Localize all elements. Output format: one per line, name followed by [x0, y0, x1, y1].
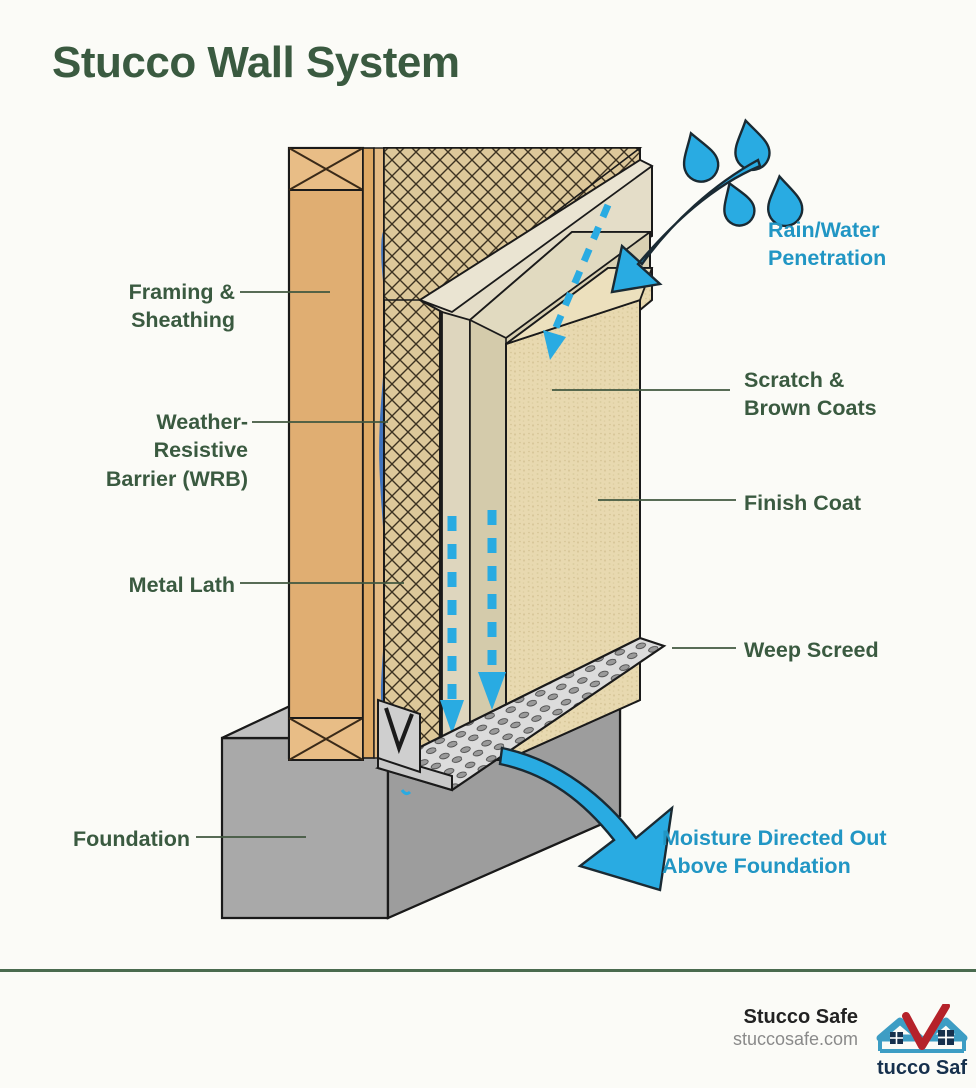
label-framing-sheathing: Framing & Sheathing	[128, 280, 235, 333]
framing-sheathing-layer	[287, 146, 375, 761]
page-title: Stucco Wall System	[52, 38, 460, 87]
label-weep-screed: Weep Screed	[744, 638, 879, 662]
label-metal-lath: Metal Lath	[128, 573, 235, 597]
weep-screed	[375, 636, 667, 796]
footer-website: stuccosafe.com	[732, 1029, 858, 1049]
stucco-safe-logo[interactable]: tucco Saf	[872, 1004, 972, 1082]
raindrop-icon	[682, 131, 720, 183]
raindrop-icon	[734, 118, 771, 172]
moisture-flow-arrows	[440, 510, 506, 734]
label-rain-water-penetration: Rain/Water Penetration	[768, 218, 887, 271]
rain-drops	[682, 118, 804, 228]
footer-brand-name: Stucco Safe	[743, 1006, 858, 1028]
label-weather-resistive-barrier: Weather- Resistive Barrier (WRB)	[105, 410, 248, 491]
water-entry-arrow	[543, 203, 612, 360]
raindrop-icon	[723, 181, 756, 227]
footer-divider	[0, 969, 976, 972]
moisture-out-arrow	[498, 746, 674, 892]
rain-penetration-arrow	[610, 158, 762, 294]
logo-wordmark: tucco Saf	[877, 1057, 967, 1079]
footer-brand-block: Stucco Safe stuccosafe.com	[733, 1006, 858, 1051]
raindrop-icon	[766, 174, 804, 228]
leader-lines	[196, 291, 736, 838]
label-foundation: Foundation	[72, 827, 190, 851]
label-moisture-directed-out: Moisture Directed Out Above Foundation	[662, 826, 887, 879]
label-scratch-brown-coats: Scratch & Brown Coats	[744, 368, 877, 421]
label-finish-coat: Finish Coat	[744, 491, 862, 515]
finish-coat-layer	[505, 267, 654, 762]
